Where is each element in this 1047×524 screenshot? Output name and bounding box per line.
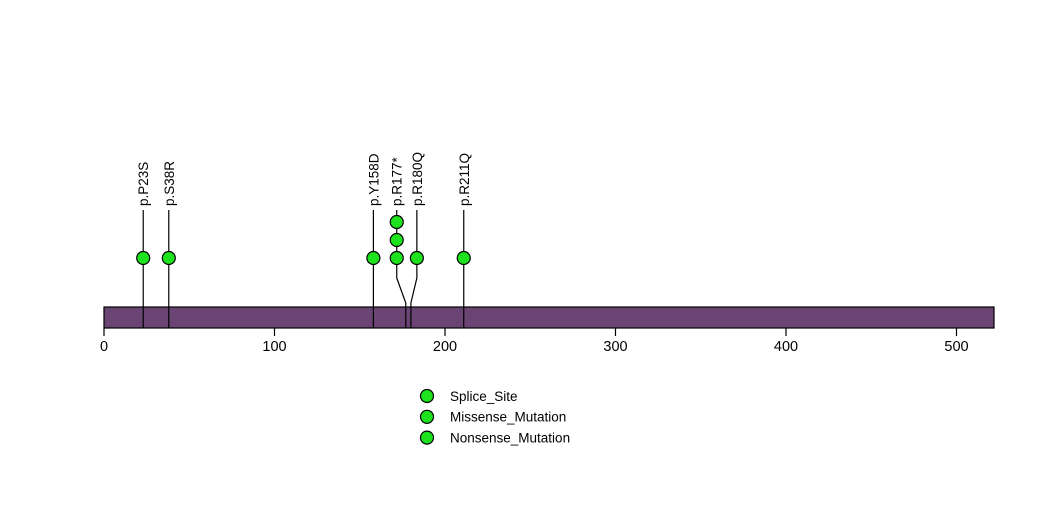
mutation-circle bbox=[389, 214, 404, 230]
mutation-circle bbox=[389, 232, 404, 248]
mutation-circle bbox=[161, 250, 176, 266]
legend-label: Nonsense_Mutation bbox=[450, 430, 570, 445]
mutation-circle bbox=[456, 250, 471, 266]
legend-label: Missense_Mutation bbox=[450, 410, 566, 425]
axis-tick-label: 200 bbox=[433, 339, 457, 355]
axis-tick-label: 100 bbox=[262, 339, 286, 355]
axis-tick-label: 400 bbox=[774, 339, 798, 355]
mutation-stem bbox=[410, 210, 418, 328]
axis-tick-label: 500 bbox=[944, 339, 968, 355]
mutation-label: p.Y158D bbox=[366, 153, 381, 206]
mutation-circle bbox=[389, 250, 404, 266]
protein-bar bbox=[103, 306, 995, 329]
legend-label: Splice_Site bbox=[450, 389, 518, 404]
axis-tick-label: 300 bbox=[603, 339, 627, 355]
legend-swatch bbox=[419, 409, 435, 424]
legend-swatch bbox=[419, 388, 435, 404]
mutation-label: p.S38R bbox=[162, 161, 177, 206]
mutation-label: p.R177* bbox=[390, 156, 405, 206]
mutation-label: p.R180Q bbox=[410, 152, 425, 206]
axis-tick-label: 0 bbox=[100, 339, 108, 355]
mutation-circle bbox=[409, 250, 424, 266]
mutation-label: p.P23S bbox=[136, 162, 151, 206]
mutation-label: p.R211Q bbox=[457, 153, 472, 206]
mutation-circle bbox=[136, 250, 151, 266]
mutation-circle bbox=[366, 250, 381, 266]
legend-swatch bbox=[419, 430, 435, 445]
